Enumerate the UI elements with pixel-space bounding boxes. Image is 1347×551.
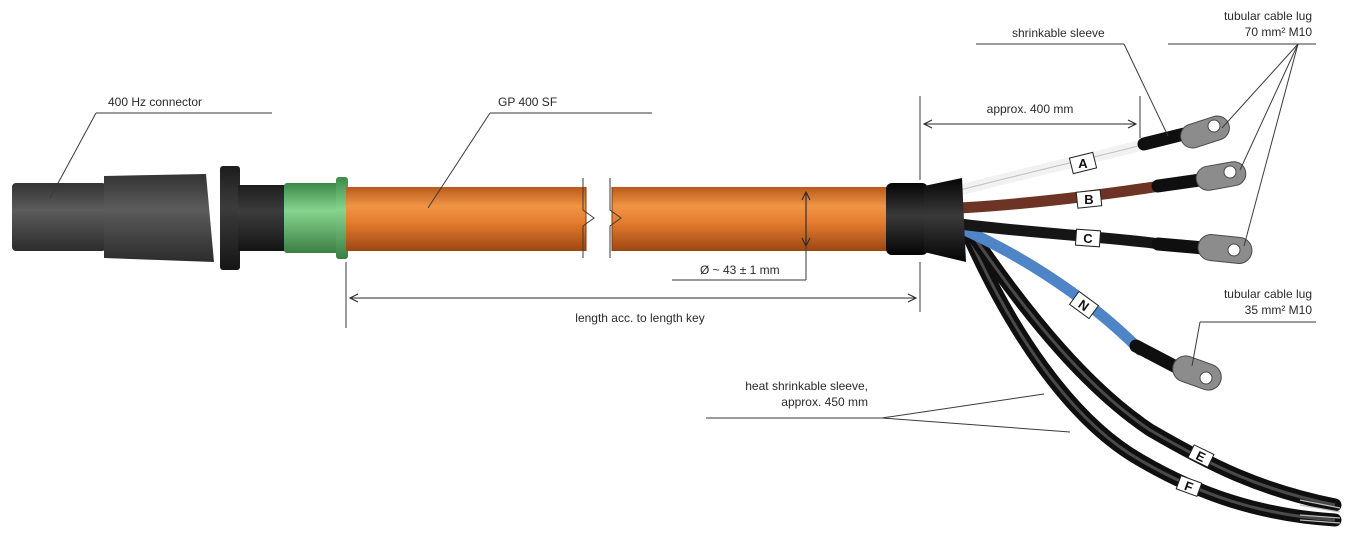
callout-lug-70: tubular cable lug 70 mm² M10 (1168, 9, 1316, 247)
shrinkable-sleeve-label: shrinkable sleeve (1012, 26, 1105, 40)
wires (954, 127, 1342, 527)
wire-c (954, 218, 1166, 250)
marker-n: N (1068, 290, 1100, 320)
marker-f: F (1175, 475, 1203, 497)
callout-shrinkable-sleeve: shrinkable sleeve (976, 26, 1169, 137)
lug-c (1197, 234, 1253, 264)
lug-n (1172, 355, 1222, 391)
marker-c: C (1074, 228, 1102, 248)
lug-70-label-line1: tubular cable lug (1224, 9, 1312, 23)
wire-c-sleeve (1151, 237, 1211, 255)
cable-segment-right (612, 187, 892, 251)
green-ring (284, 183, 340, 253)
connector-plug-body (12, 183, 106, 251)
break-mark-right (609, 178, 622, 258)
wire-f (959, 223, 1342, 527)
stripped-strands (1299, 499, 1341, 524)
wire-b-sleeve (1151, 173, 1207, 193)
marker-c-label: C (1083, 231, 1093, 246)
callout-lug-35: tubular cable lug 35 mm² M10 (1191, 287, 1316, 367)
callout-connector: 400 Hz connector (49, 95, 272, 199)
heat-sleeve-label-line2: approx. 450 mm (781, 395, 868, 409)
wire-a-sleeve (1137, 127, 1191, 151)
connector (12, 166, 348, 270)
wire-n-sleeve (1129, 339, 1185, 375)
dimension-diameter: Ø ~ 43 ± 1 mm (672, 190, 811, 281)
callout-heat-sleeve: heat shrinkable sleeve, approx. 450 mm (706, 379, 1071, 433)
main-cable (346, 178, 892, 258)
transition-sleeve (886, 178, 966, 262)
lug-35-label-line2: 35 mm² M10 (1245, 303, 1313, 317)
wire-e-highlight (966, 227, 1336, 507)
marker-b-label: B (1084, 192, 1093, 207)
connector-label: 400 Hz connector (108, 95, 202, 109)
length-label: length acc. to length key (575, 311, 704, 325)
cable-lugs (1172, 115, 1253, 391)
diameter-label: Ø ~ 43 ± 1 mm (700, 263, 780, 277)
dimension-length: length acc. to length key (345, 262, 921, 328)
wire-a-edge (959, 143, 1147, 191)
marker-e: E (1187, 444, 1215, 468)
green-ring-flange (336, 177, 348, 259)
lug-35-label-line1: tubular cable lug (1224, 287, 1312, 301)
heat-sleeve-label-line1: heat shrinkable sleeve, (745, 379, 868, 393)
sleeve-main (886, 183, 928, 255)
break-mark-left (582, 178, 595, 258)
wire-f-highlight (964, 229, 1336, 522)
approx-400-label: approx. 400 mm (987, 102, 1074, 116)
connector-cone (104, 174, 214, 262)
cable-label: GP 400 SF (498, 95, 557, 109)
sleeve-flare (924, 178, 966, 262)
wire-b (954, 180, 1166, 214)
wire-n (954, 222, 1146, 356)
marker-a: A (1068, 151, 1098, 175)
connector-neck (238, 185, 286, 251)
connector-flange (220, 166, 240, 270)
callout-cable: GP 400 SF (427, 95, 652, 209)
cable-break-edges (585, 187, 613, 251)
cable-segment-left (346, 187, 586, 251)
dimension-approx-400: approx. 400 mm (919, 96, 1141, 180)
lug-70-label-line2: 70 mm² M10 (1245, 25, 1313, 39)
lug-a (1180, 115, 1230, 149)
lug-b (1195, 161, 1247, 191)
marker-a-label: A (1078, 156, 1088, 171)
wire-markers: A B C N E F (1068, 151, 1215, 497)
marker-b: B (1075, 189, 1103, 209)
